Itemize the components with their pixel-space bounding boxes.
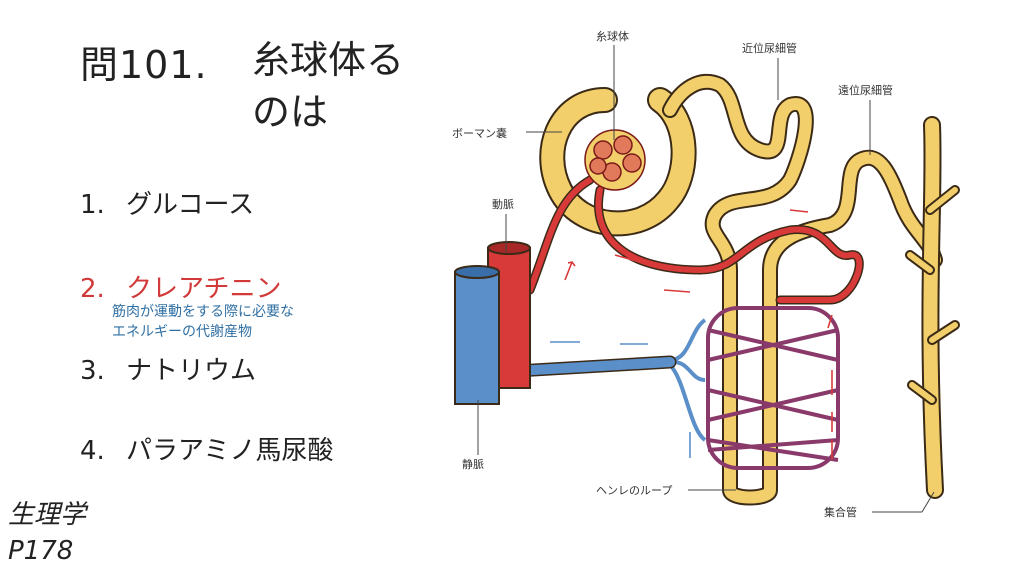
label-vein: 静脈	[462, 400, 484, 471]
peritubular-capillaries	[668, 306, 840, 470]
option-1-number: 1.	[80, 190, 105, 220]
option-2-note: 筋肉が運動をする際に必要な エネルギーの代謝産物	[112, 302, 294, 342]
option-4-label: パラアミノ馬尿酸	[126, 436, 334, 466]
question-number: 問101.	[80, 43, 208, 87]
option-2: 2. クレアチニン	[80, 268, 281, 305]
label-loop-of-henle: ヘンレのループ	[596, 484, 736, 497]
subject-reference: 生理学 P178	[8, 497, 86, 569]
option-4: 4. パラアミノ馬尿酸	[80, 430, 333, 467]
subject-page: P178	[8, 536, 74, 566]
note-line-1: 筋肉が運動をする際に必要な	[112, 304, 294, 320]
option-2-number: 2.	[80, 274, 105, 304]
vein-tube	[454, 265, 500, 405]
svg-text:糸球体: 糸球体	[596, 29, 629, 43]
collecting-duct	[905, 116, 960, 499]
label-collecting-duct: 集合管	[824, 491, 935, 519]
label-artery: 動脈	[492, 197, 514, 252]
option-1: 1. グルコース	[80, 184, 254, 221]
option-3-number: 3.	[80, 356, 105, 386]
label-proximal-tubule: 近位尿細管	[742, 41, 797, 100]
svg-text:近位尿細管: 近位尿細管	[742, 41, 797, 55]
renal-tubules	[662, 73, 943, 506]
option-2-label: クレアチニン	[126, 274, 282, 304]
svg-text:集合管: 集合管	[824, 505, 857, 519]
svg-text:動脈: 動脈	[492, 197, 514, 211]
label-distal-tubule: 遠位尿細管	[838, 83, 893, 155]
label-bowman-capsule: ボーマン嚢	[452, 126, 562, 140]
svg-text:ボーマン嚢: ボーマン嚢	[452, 126, 507, 140]
flow-arrows	[550, 209, 833, 460]
question-text: 糸球体るのは	[252, 38, 405, 134]
option-3-label: ナトリウム	[126, 356, 257, 386]
svg-text:ヘンレのループ: ヘンレのループ	[596, 484, 672, 497]
label-glomerulus: 糸球体	[596, 29, 629, 140]
option-4-number: 4.	[80, 436, 105, 466]
glomerulus	[584, 129, 646, 191]
subject-name: 生理学	[8, 500, 87, 530]
note-line-2: エネルギーの代謝産物	[112, 324, 252, 340]
artery-vessel	[525, 175, 864, 305]
option-1-label: グルコース	[126, 190, 255, 220]
option-3: 3. ナトリウム	[80, 350, 256, 387]
svg-text:静脈: 静脈	[462, 457, 484, 471]
svg-text:遠位尿細管: 遠位尿細管	[838, 83, 893, 97]
